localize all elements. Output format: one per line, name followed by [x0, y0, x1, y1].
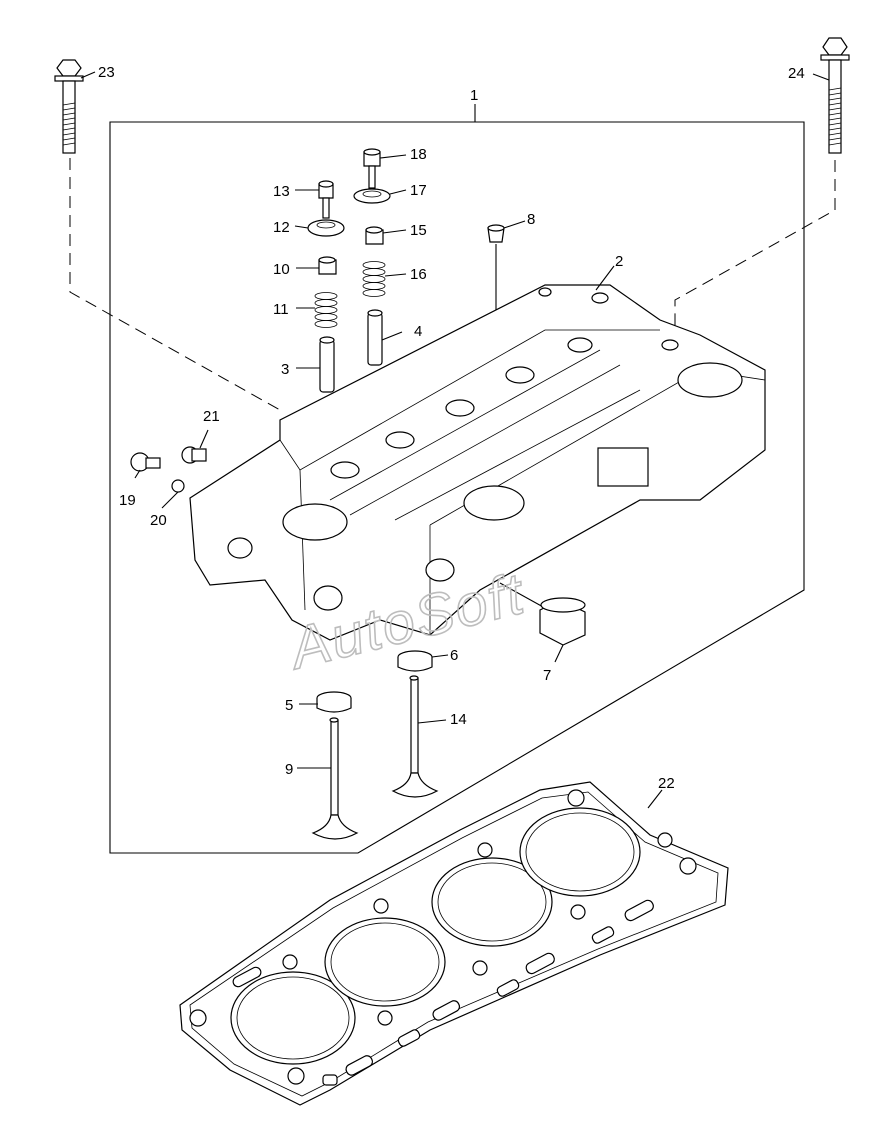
- callout-13: 13: [273, 183, 290, 200]
- callout-9: 9: [285, 761, 293, 778]
- assembly-boundary: [109, 121, 805, 854]
- valves-and-seats: [311, 582, 586, 840]
- callout-24: 24: [788, 65, 805, 82]
- callout-10: 10: [273, 261, 290, 278]
- callout-15: 15: [410, 222, 427, 239]
- leader-lines: [80, 71, 830, 809]
- callout-11: 11: [273, 301, 289, 318]
- callout-23: 23: [98, 64, 115, 81]
- callout-21: 21: [203, 408, 220, 425]
- valve-train-parts: [307, 148, 505, 400]
- bolt-24: [674, 37, 850, 340]
- callout-8: 8: [527, 211, 535, 228]
- callout-labels: 1 2 3 4 5 6 7 8 9 10 11 12 13 14 15 16 1…: [98, 64, 805, 792]
- bolt-23: [54, 59, 281, 411]
- callout-5: 5: [285, 697, 293, 714]
- callout-18: 18: [410, 146, 427, 163]
- callout-3: 3: [281, 361, 289, 378]
- callout-7: 7: [543, 667, 551, 684]
- callout-4: 4: [414, 323, 422, 340]
- callout-19: 19: [119, 492, 136, 509]
- callout-2: 2: [615, 253, 623, 270]
- callout-17: 17: [410, 182, 427, 199]
- callout-1: 1: [470, 87, 478, 104]
- callout-12: 12: [273, 219, 290, 236]
- head-gasket: [179, 781, 729, 1106]
- callout-16: 16: [410, 266, 427, 283]
- callout-22: 22: [658, 775, 675, 792]
- callout-20: 20: [150, 512, 167, 529]
- plug-parts: [130, 446, 207, 493]
- callout-6: 6: [450, 647, 458, 664]
- cylinder-head: [189, 284, 766, 641]
- callout-14: 14: [450, 711, 467, 728]
